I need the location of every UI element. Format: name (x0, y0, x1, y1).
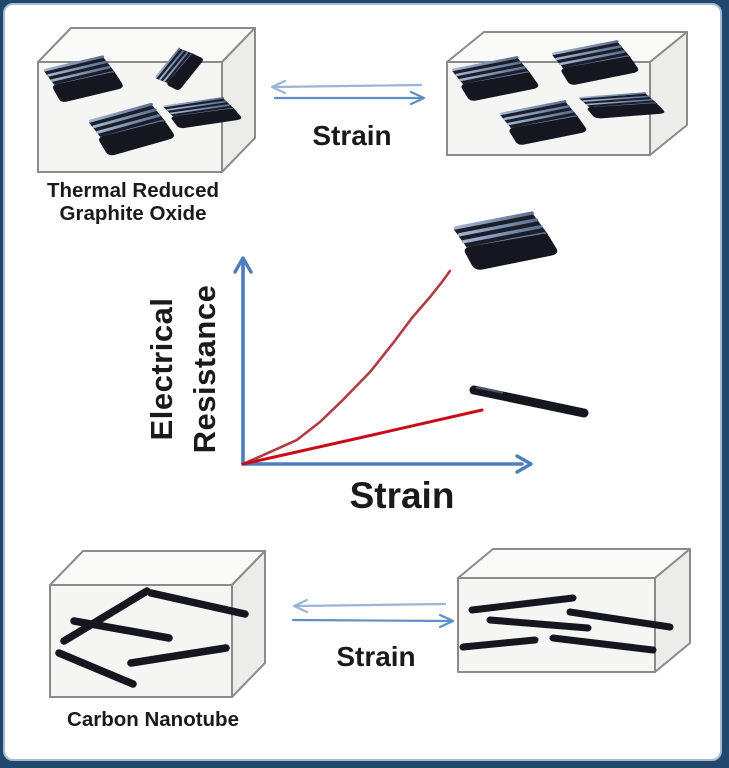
nanotube-icon (549, 634, 657, 654)
nanotube-icon (60, 587, 151, 645)
cnt-box-label: Carbon Nanotube (67, 708, 239, 731)
graphite-flake-icon (453, 212, 557, 270)
right-arrowhead-icon (409, 90, 426, 106)
trgo-random-box (37, 27, 256, 173)
cnt-curve (241, 408, 484, 466)
left-arrowhead-icon (292, 598, 309, 614)
y-axis-label-line1: Electrical (144, 297, 179, 441)
strain-equilibrium-arrow-top (270, 79, 426, 106)
cnt-aligned-box (457, 548, 691, 673)
chart-y-axis-label: Electrical Resistance (139, 259, 227, 479)
strain-equilibrium-arrow-bottom (291, 598, 455, 629)
trgo-aligned-box (446, 31, 688, 156)
nanotube-icon (55, 649, 137, 688)
nanotube-icon (127, 644, 230, 667)
trgo-box-label: Thermal Reduced Graphite Oxide (23, 179, 243, 225)
strain-label-top: Strain (312, 120, 392, 151)
nanotube-icon (70, 617, 173, 642)
nanotube-icon (468, 594, 577, 614)
right-arrowhead-icon (438, 613, 455, 629)
box-top-face (37, 27, 256, 63)
nanotube-icon (566, 608, 674, 631)
trgo-curve (241, 269, 452, 466)
strain-label-bottom: Strain (336, 641, 416, 672)
left-arrow-line (293, 602, 447, 608)
y-axis-arrowhead-icon (233, 256, 253, 274)
nanotube-icon (459, 636, 539, 651)
left-arrow-line (271, 83, 423, 89)
trgo-box-label-line2: Graphite Oxide (59, 202, 207, 225)
trgo-box-label-line1: Thermal Reduced (46, 179, 220, 202)
nanotube-icon (486, 616, 592, 632)
x-axis-arrowhead-icon (515, 454, 533, 474)
cnt-random-box (49, 550, 266, 698)
left-arrowhead-icon (270, 79, 287, 95)
right-arrow-line (291, 618, 454, 623)
box-top-face (49, 550, 266, 586)
nanotube-icon (147, 589, 249, 618)
resistance-strain-chart (233, 212, 589, 474)
y-axis-label-line2: Resistance (187, 284, 222, 454)
nanotube-icon (469, 385, 589, 418)
chart-x-axis-label: Strain (349, 475, 455, 516)
box-top-face (457, 548, 691, 579)
